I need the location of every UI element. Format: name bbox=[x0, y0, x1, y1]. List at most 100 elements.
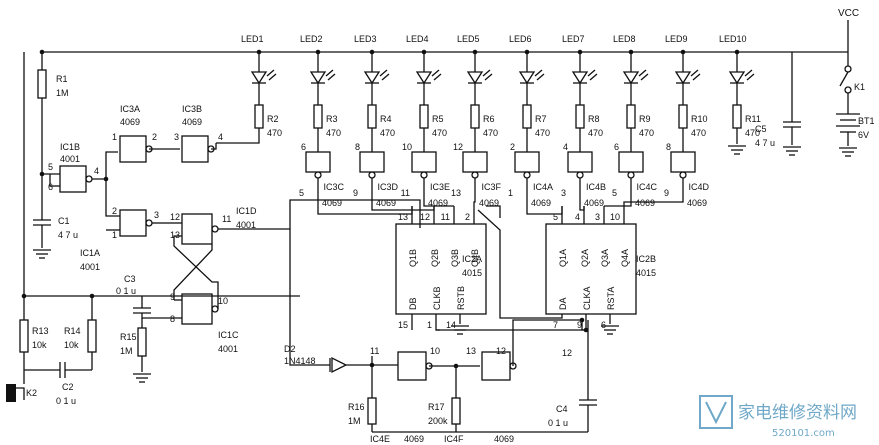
junction-or-bubble bbox=[844, 86, 852, 94]
wire bbox=[484, 73, 493, 81]
c4-node-pin: 12 bbox=[562, 348, 572, 358]
wire bbox=[218, 199, 421, 230]
wire bbox=[692, 73, 701, 81]
resistor-ref: R9 bbox=[639, 114, 651, 124]
ic2a-pin: 15 bbox=[398, 320, 408, 330]
component-body bbox=[514, 151, 540, 173]
reset-network bbox=[6, 293, 300, 402]
component-body bbox=[331, 356, 348, 374]
led-3 bbox=[363, 52, 390, 129]
r17-value: 200k bbox=[428, 416, 448, 426]
wire bbox=[371, 196, 435, 211]
led-label: LED6 bbox=[509, 34, 532, 44]
led-label: LED1 bbox=[241, 34, 264, 44]
wire bbox=[581, 320, 586, 331]
junction-or-bubble bbox=[314, 171, 322, 179]
resistor-value: 470 bbox=[380, 128, 395, 138]
inverter-ref: IC4B bbox=[586, 182, 606, 192]
c5-value: 4 7 u bbox=[755, 138, 775, 148]
led-1 bbox=[250, 52, 277, 129]
ic4e-part: 4069 bbox=[404, 434, 424, 444]
component-body bbox=[522, 104, 532, 129]
inverter-pin-in: 13 bbox=[451, 188, 461, 198]
battery-ref: BT1 bbox=[858, 116, 875, 126]
wire bbox=[638, 69, 647, 77]
ic2b-output-label: Q4A bbox=[620, 249, 630, 267]
resistor-ref: R2 bbox=[267, 114, 279, 124]
led-label: LED8 bbox=[613, 34, 636, 44]
ic2b-pin: 9 bbox=[577, 320, 582, 330]
r17-ref: R17 bbox=[428, 402, 445, 412]
ic4e-pin: 10 bbox=[430, 346, 440, 356]
r15-ref: R15 bbox=[120, 332, 137, 342]
register-output-routing bbox=[317, 196, 684, 335]
resistor-value: 470 bbox=[326, 128, 341, 138]
wire bbox=[486, 205, 501, 218]
component-body bbox=[59, 165, 87, 193]
inverter-ref: IC4D bbox=[688, 182, 709, 192]
ic1b-part: 4001 bbox=[60, 154, 80, 164]
inverter-pin-out: 10 bbox=[402, 142, 412, 152]
ic2a-input-label: DB bbox=[408, 297, 418, 310]
inverter-ref: IC3F bbox=[481, 182, 501, 192]
component-body bbox=[87, 319, 97, 353]
ic2a-output-label: Q1B bbox=[408, 249, 418, 267]
component-body bbox=[395, 223, 487, 315]
ic2a-ref: IC2A bbox=[462, 254, 482, 264]
inverter-part: 4069 bbox=[584, 198, 604, 208]
junction-or-bubble bbox=[471, 171, 479, 179]
junction-or-bubble bbox=[420, 171, 428, 179]
wire bbox=[746, 73, 755, 81]
ic1d-ref: IC1D bbox=[236, 206, 257, 216]
resistor-value: 470 bbox=[432, 128, 447, 138]
c4-value: 0 1 u bbox=[548, 418, 568, 428]
wire bbox=[105, 179, 120, 217]
led-label: LED5 bbox=[457, 34, 480, 44]
ic1d-pin: 13 bbox=[170, 230, 180, 240]
c1-ref: C1 bbox=[58, 216, 70, 226]
ic3a-pin: 1 bbox=[112, 132, 117, 142]
ic1c-pin: 10 bbox=[218, 296, 228, 306]
wire bbox=[268, 73, 277, 81]
component-body bbox=[367, 104, 377, 129]
r14-value: 10k bbox=[64, 340, 79, 350]
timer-section bbox=[23, 49, 51, 296]
inverter-ic3b bbox=[181, 135, 217, 163]
resistor-value: 470 bbox=[588, 128, 603, 138]
inverter-pin-in: 9 bbox=[664, 188, 669, 198]
inverter-pin-in: 9 bbox=[353, 188, 358, 198]
component-body bbox=[575, 104, 585, 129]
ic1b-pin: 6 bbox=[48, 182, 53, 192]
wire bbox=[16, 387, 25, 400]
junction-or-bubble bbox=[211, 225, 219, 233]
ic3b-pin: 3 bbox=[174, 132, 179, 142]
component-body bbox=[181, 293, 213, 325]
component-body bbox=[137, 327, 147, 357]
wire bbox=[589, 73, 598, 81]
ic2b-output-label: Q3A bbox=[600, 249, 610, 267]
power-section: C54 7 u bbox=[755, 52, 860, 157]
ic2b-pin: 6 bbox=[601, 320, 606, 330]
watermark-logo bbox=[699, 395, 733, 429]
junction-or-bubble bbox=[679, 171, 687, 179]
component-body bbox=[254, 104, 264, 129]
inverter-pin-in: 5 bbox=[299, 188, 304, 198]
vcc-label: VCC bbox=[838, 8, 859, 19]
r16-value: 1M bbox=[348, 416, 361, 426]
junction-or-bubble bbox=[145, 219, 153, 227]
ic1c-pin: 9 bbox=[170, 292, 175, 302]
component-body bbox=[397, 351, 427, 381]
resistor-ref: R5 bbox=[432, 114, 444, 124]
led-9 bbox=[674, 52, 701, 129]
component-body bbox=[678, 104, 688, 129]
wire bbox=[381, 73, 390, 81]
ic1a-ref: IC1A bbox=[80, 248, 100, 258]
component-body bbox=[567, 151, 593, 173]
component-body bbox=[313, 104, 323, 129]
led-label: LED4 bbox=[406, 34, 429, 44]
wire bbox=[289, 229, 330, 366]
resistor-ref: R6 bbox=[483, 114, 495, 124]
resistor-value: 470 bbox=[483, 128, 498, 138]
inverter-ref: IC4C bbox=[636, 182, 657, 192]
inverter-pin-out: 2 bbox=[510, 142, 515, 152]
